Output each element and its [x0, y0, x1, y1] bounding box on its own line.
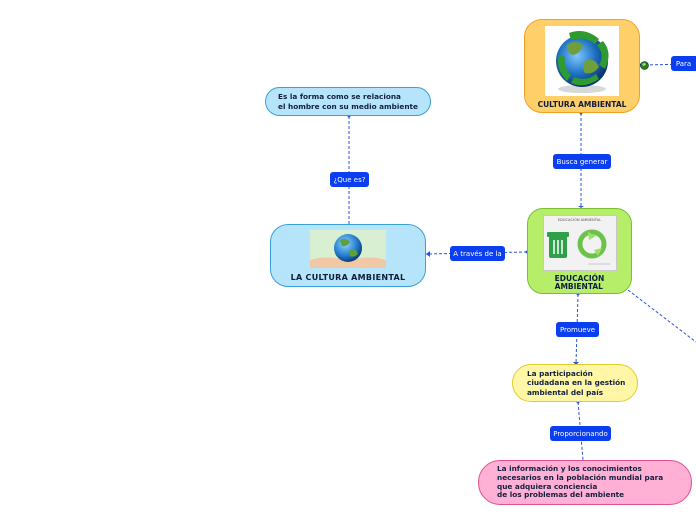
- a-traves-label[interactable]: A través de la: [450, 246, 505, 261]
- busca-generar-label[interactable]: Busca generar: [553, 154, 611, 169]
- education-poster-image: EDUCACIÓN AMBIENTAL: [543, 215, 617, 271]
- recycle-bin-icon: [544, 216, 616, 270]
- informacion-text: La información y los conocimientos neces…: [497, 465, 663, 499]
- promueve-label[interactable]: Promueve: [556, 322, 599, 337]
- educacion-ambiental-title: EDUCACIÓN AMBIENTAL: [555, 275, 605, 292]
- cultura-ambiental-title: CULTURA AMBIENTAL: [538, 100, 627, 109]
- proporcionando-label[interactable]: Proporcionando: [550, 426, 611, 441]
- earth-in-hands-image: [310, 230, 386, 268]
- cultura-ambiental-node[interactable]: CULTURA AMBIENTAL: [524, 19, 640, 113]
- small-globe-icon[interactable]: [640, 61, 649, 70]
- definicion-node[interactable]: Es la forma como se relaciona el hombre …: [265, 87, 431, 116]
- que-es-label[interactable]: ¿Que es?: [330, 172, 369, 187]
- earth-hands-icon: [310, 230, 386, 268]
- la-cultura-ambiental-title: LA CULTURA AMBIENTAL: [291, 273, 406, 282]
- definicion-text: Es la forma como se relaciona el hombre …: [278, 92, 418, 110]
- educacion-ambiental-node[interactable]: EDUCACIÓN AMBIENTAL EDUCACIÓN AMBIENTAL: [527, 208, 632, 294]
- recycling-earth-image: [545, 26, 619, 96]
- para-label[interactable]: Para: [671, 56, 696, 71]
- participacion-text: La participación ciudadana en la gestión…: [527, 369, 625, 396]
- recycling-earth-icon: [547, 27, 617, 95]
- informacion-node[interactable]: La información y los conocimientos neces…: [478, 460, 692, 505]
- arrowhead: [426, 251, 430, 257]
- link-educacion-offscreen: [628, 290, 696, 342]
- participacion-node[interactable]: La participación ciudadana en la gestión…: [512, 364, 638, 402]
- la-cultura-ambiental-node[interactable]: LA CULTURA AMBIENTAL: [270, 224, 426, 287]
